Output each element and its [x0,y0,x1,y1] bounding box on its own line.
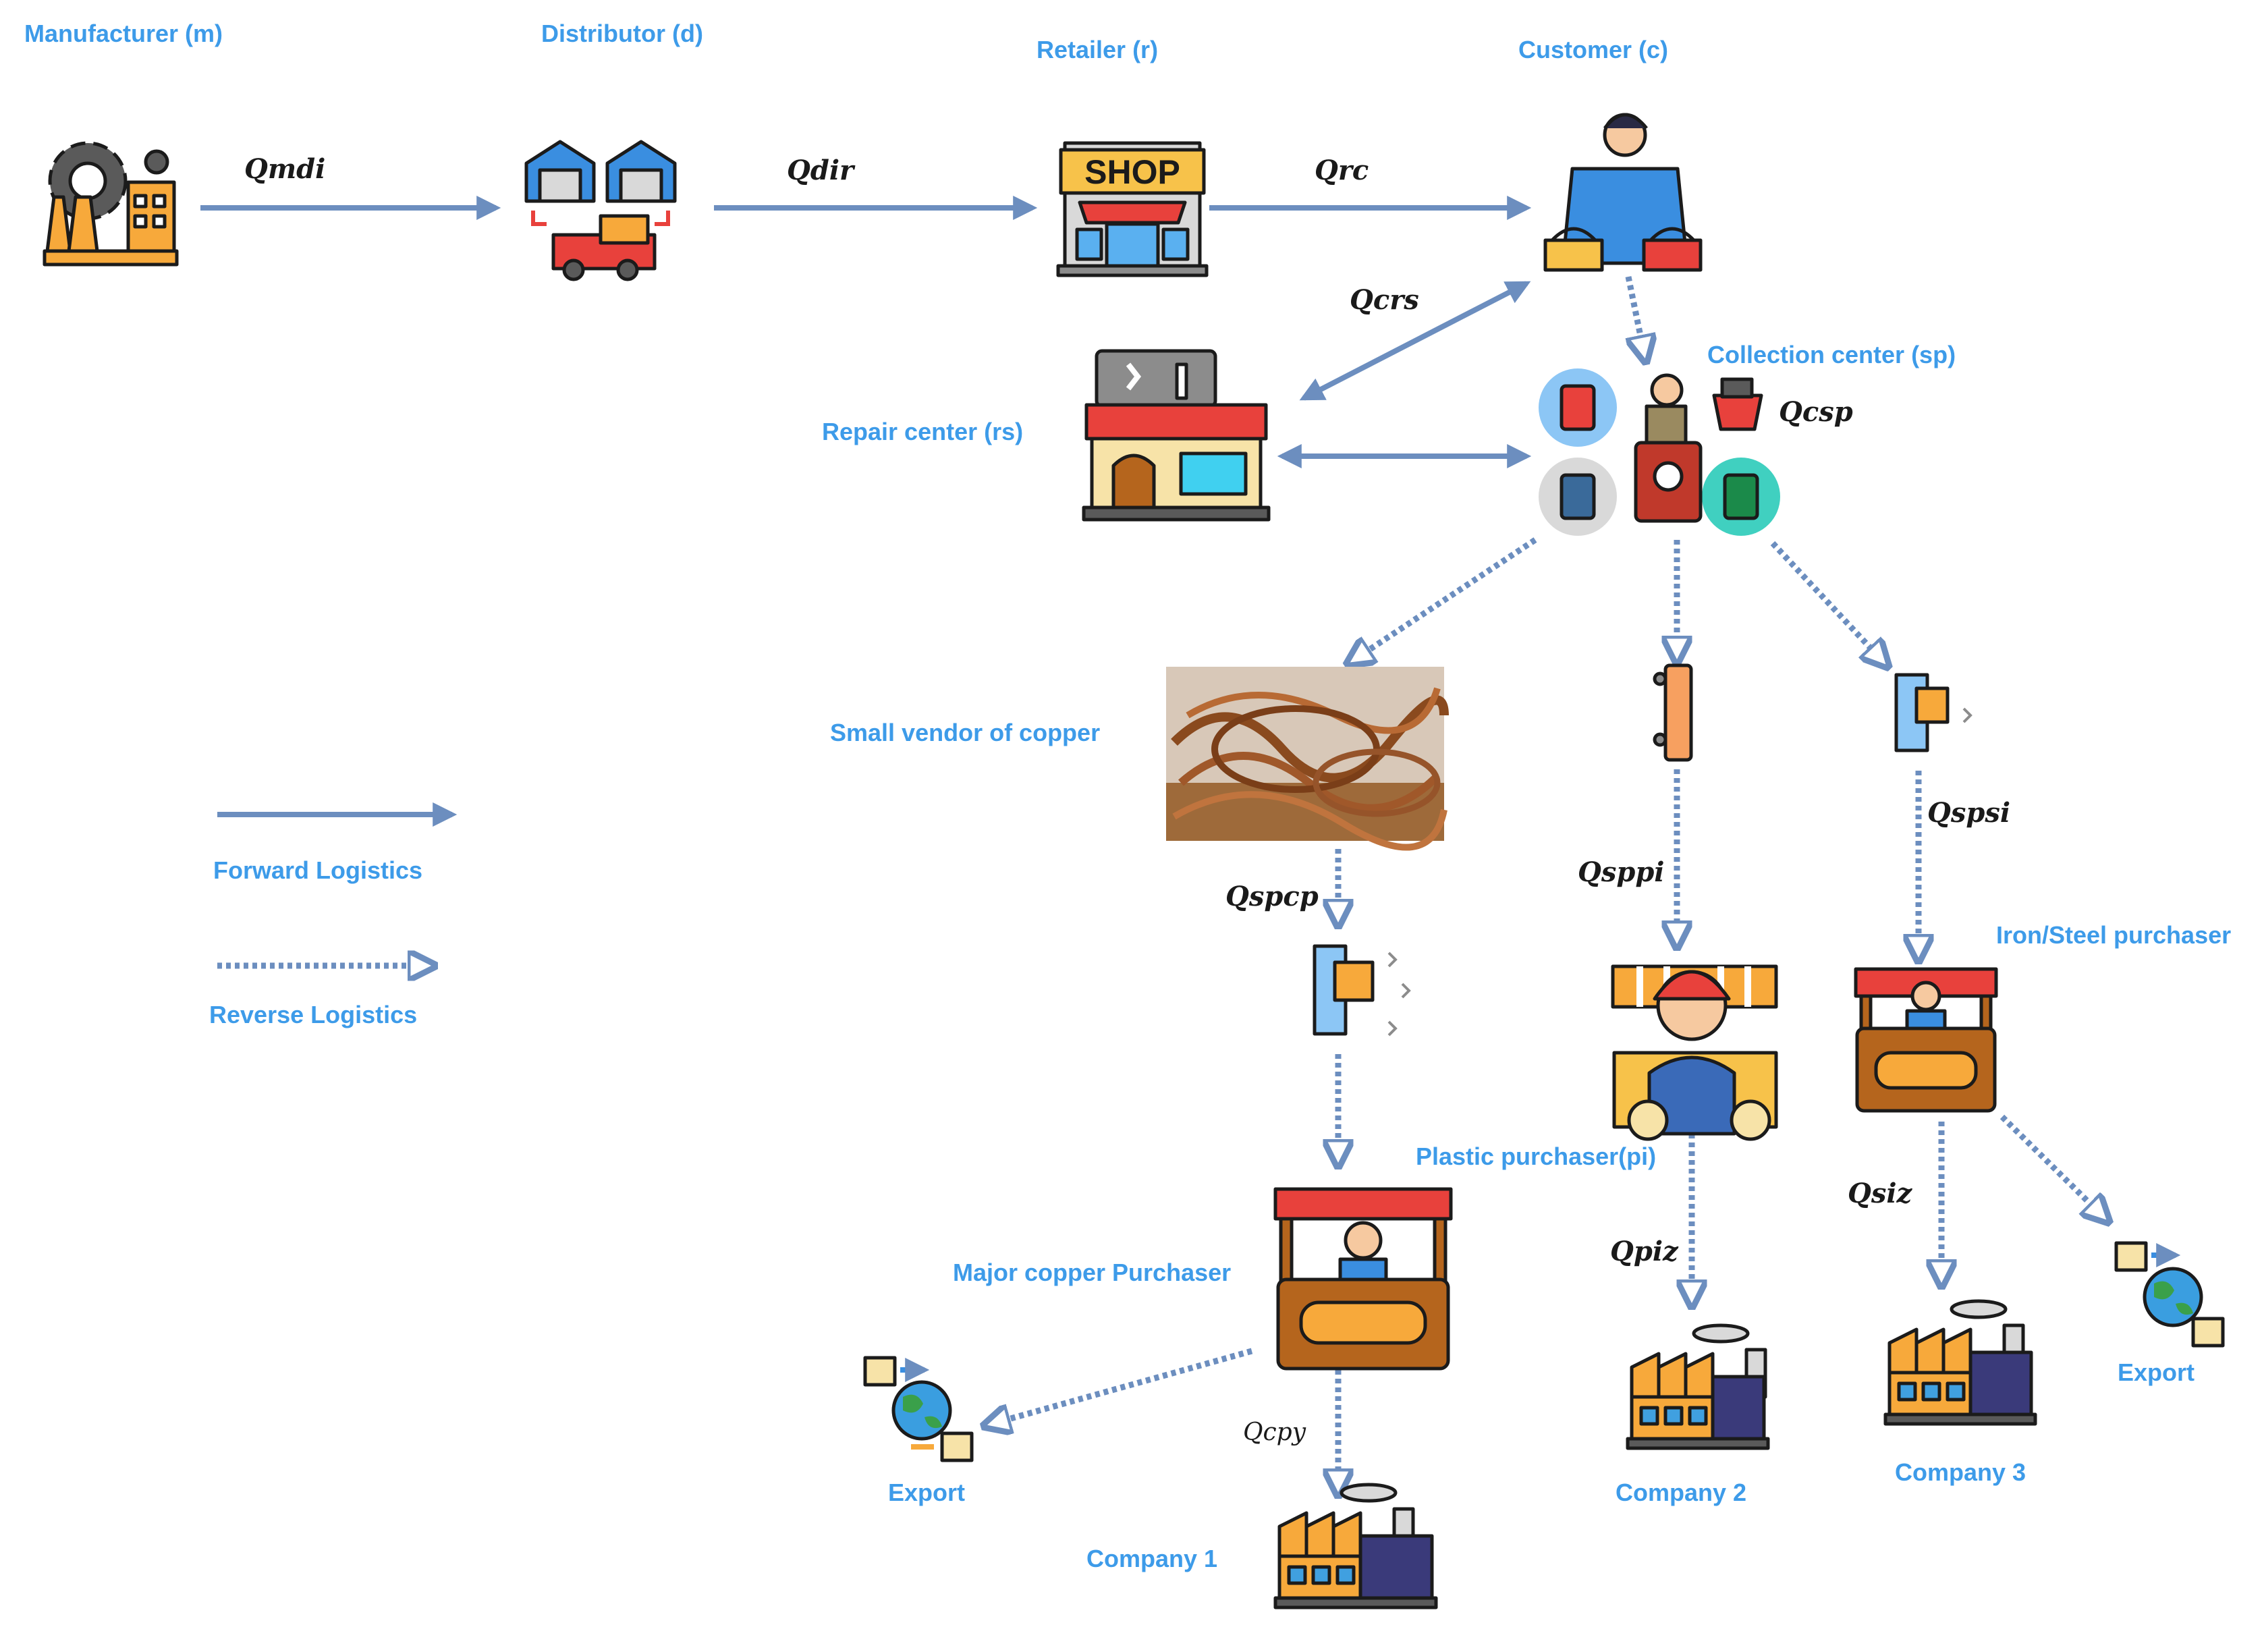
flow-qcsp: Qcsp [1779,396,1853,428]
flow-qdir: Qdir [787,155,856,186]
export-globe-icon [863,1356,974,1462]
delivery-truck-icon [1313,944,1411,1037]
collection-bins-icon [1539,368,1780,536]
major-copper-stall-icon [1273,1187,1453,1371]
distributor-label: Distributor (d) [541,20,703,47]
flow-qcrs: Qcrs [1350,284,1419,316]
iron-steel-purchaser-label: Iron/Steel purchaser [1996,921,2231,949]
company-factory-icon [1883,1299,2037,1426]
flow-qspsi: Qspsi [1927,797,2010,829]
company2-label: Company 2 [1616,1479,1746,1506]
delivery-truck-icon [1653,663,1693,762]
arrow-customer-repair [1299,281,1531,401]
factory-gear-icon [43,141,179,267]
company1-label: Company 1 [1086,1545,1217,1572]
collection-center-label: Collection center (sp) [1707,341,1956,368]
flow-qspcp: Qspcp [1225,881,1319,912]
customer-shopper-icon [1543,113,1703,272]
company-factory-icon [1273,1483,1438,1609]
plastic-purchaser-label: Plastic purchaser(pi) [1416,1142,1656,1170]
major-copper-purchaser-label: Major copper Purchaser [953,1259,1231,1286]
export-globe-icon [2114,1241,2225,1348]
flow-qsppi: Qsppi [1578,856,1665,888]
arrow-collection-iron [1770,541,1886,665]
small-vendor-label: Small vendor of copper [830,719,1100,746]
flow-qrc: Qrc [1315,155,1369,186]
company3-label: Company 3 [1895,1458,2026,1486]
arrow-collection-smallvendor [1350,537,1537,663]
shop-sign-text: SHOP [1084,153,1180,191]
retailer-label: Retailer (r) [1037,36,1158,63]
flow-qcpy: Qcpy [1243,1419,1306,1446]
flow-qpiz: Qpiz [1610,1236,1679,1267]
plastic-vendor-icon [1611,964,1778,1141]
legend-forward-label: Forward Logistics [213,856,422,884]
legend-reverse-label: Reverse Logistics [209,1001,417,1028]
manufacturer-label: Manufacturer (m) [24,20,223,47]
repair-shop-icon [1082,349,1271,522]
arrow-customer-collection [1625,276,1645,359]
iron-steel-stall-icon [1854,967,1998,1113]
export-right-label: Export [2118,1358,2195,1386]
arrow-majorcopper-export [987,1348,1253,1425]
customer-label: Customer (c) [1518,36,1668,63]
delivery-truck-icon [1894,673,1973,752]
arrow-iron-export [1999,1114,2107,1220]
repair-center-label: Repair center (rs) [822,418,1023,445]
flow-qmdi: Qmdi [244,153,325,185]
shop-icon: SHOP [1056,141,1209,277]
warehouse-truck-icon [524,140,677,281]
company-factory-icon [1626,1323,1770,1450]
export-left-label: Export [888,1479,965,1506]
copper-wire-photo [1166,667,1449,851]
flow-qsiz: Qsiz [1848,1178,1913,1209]
